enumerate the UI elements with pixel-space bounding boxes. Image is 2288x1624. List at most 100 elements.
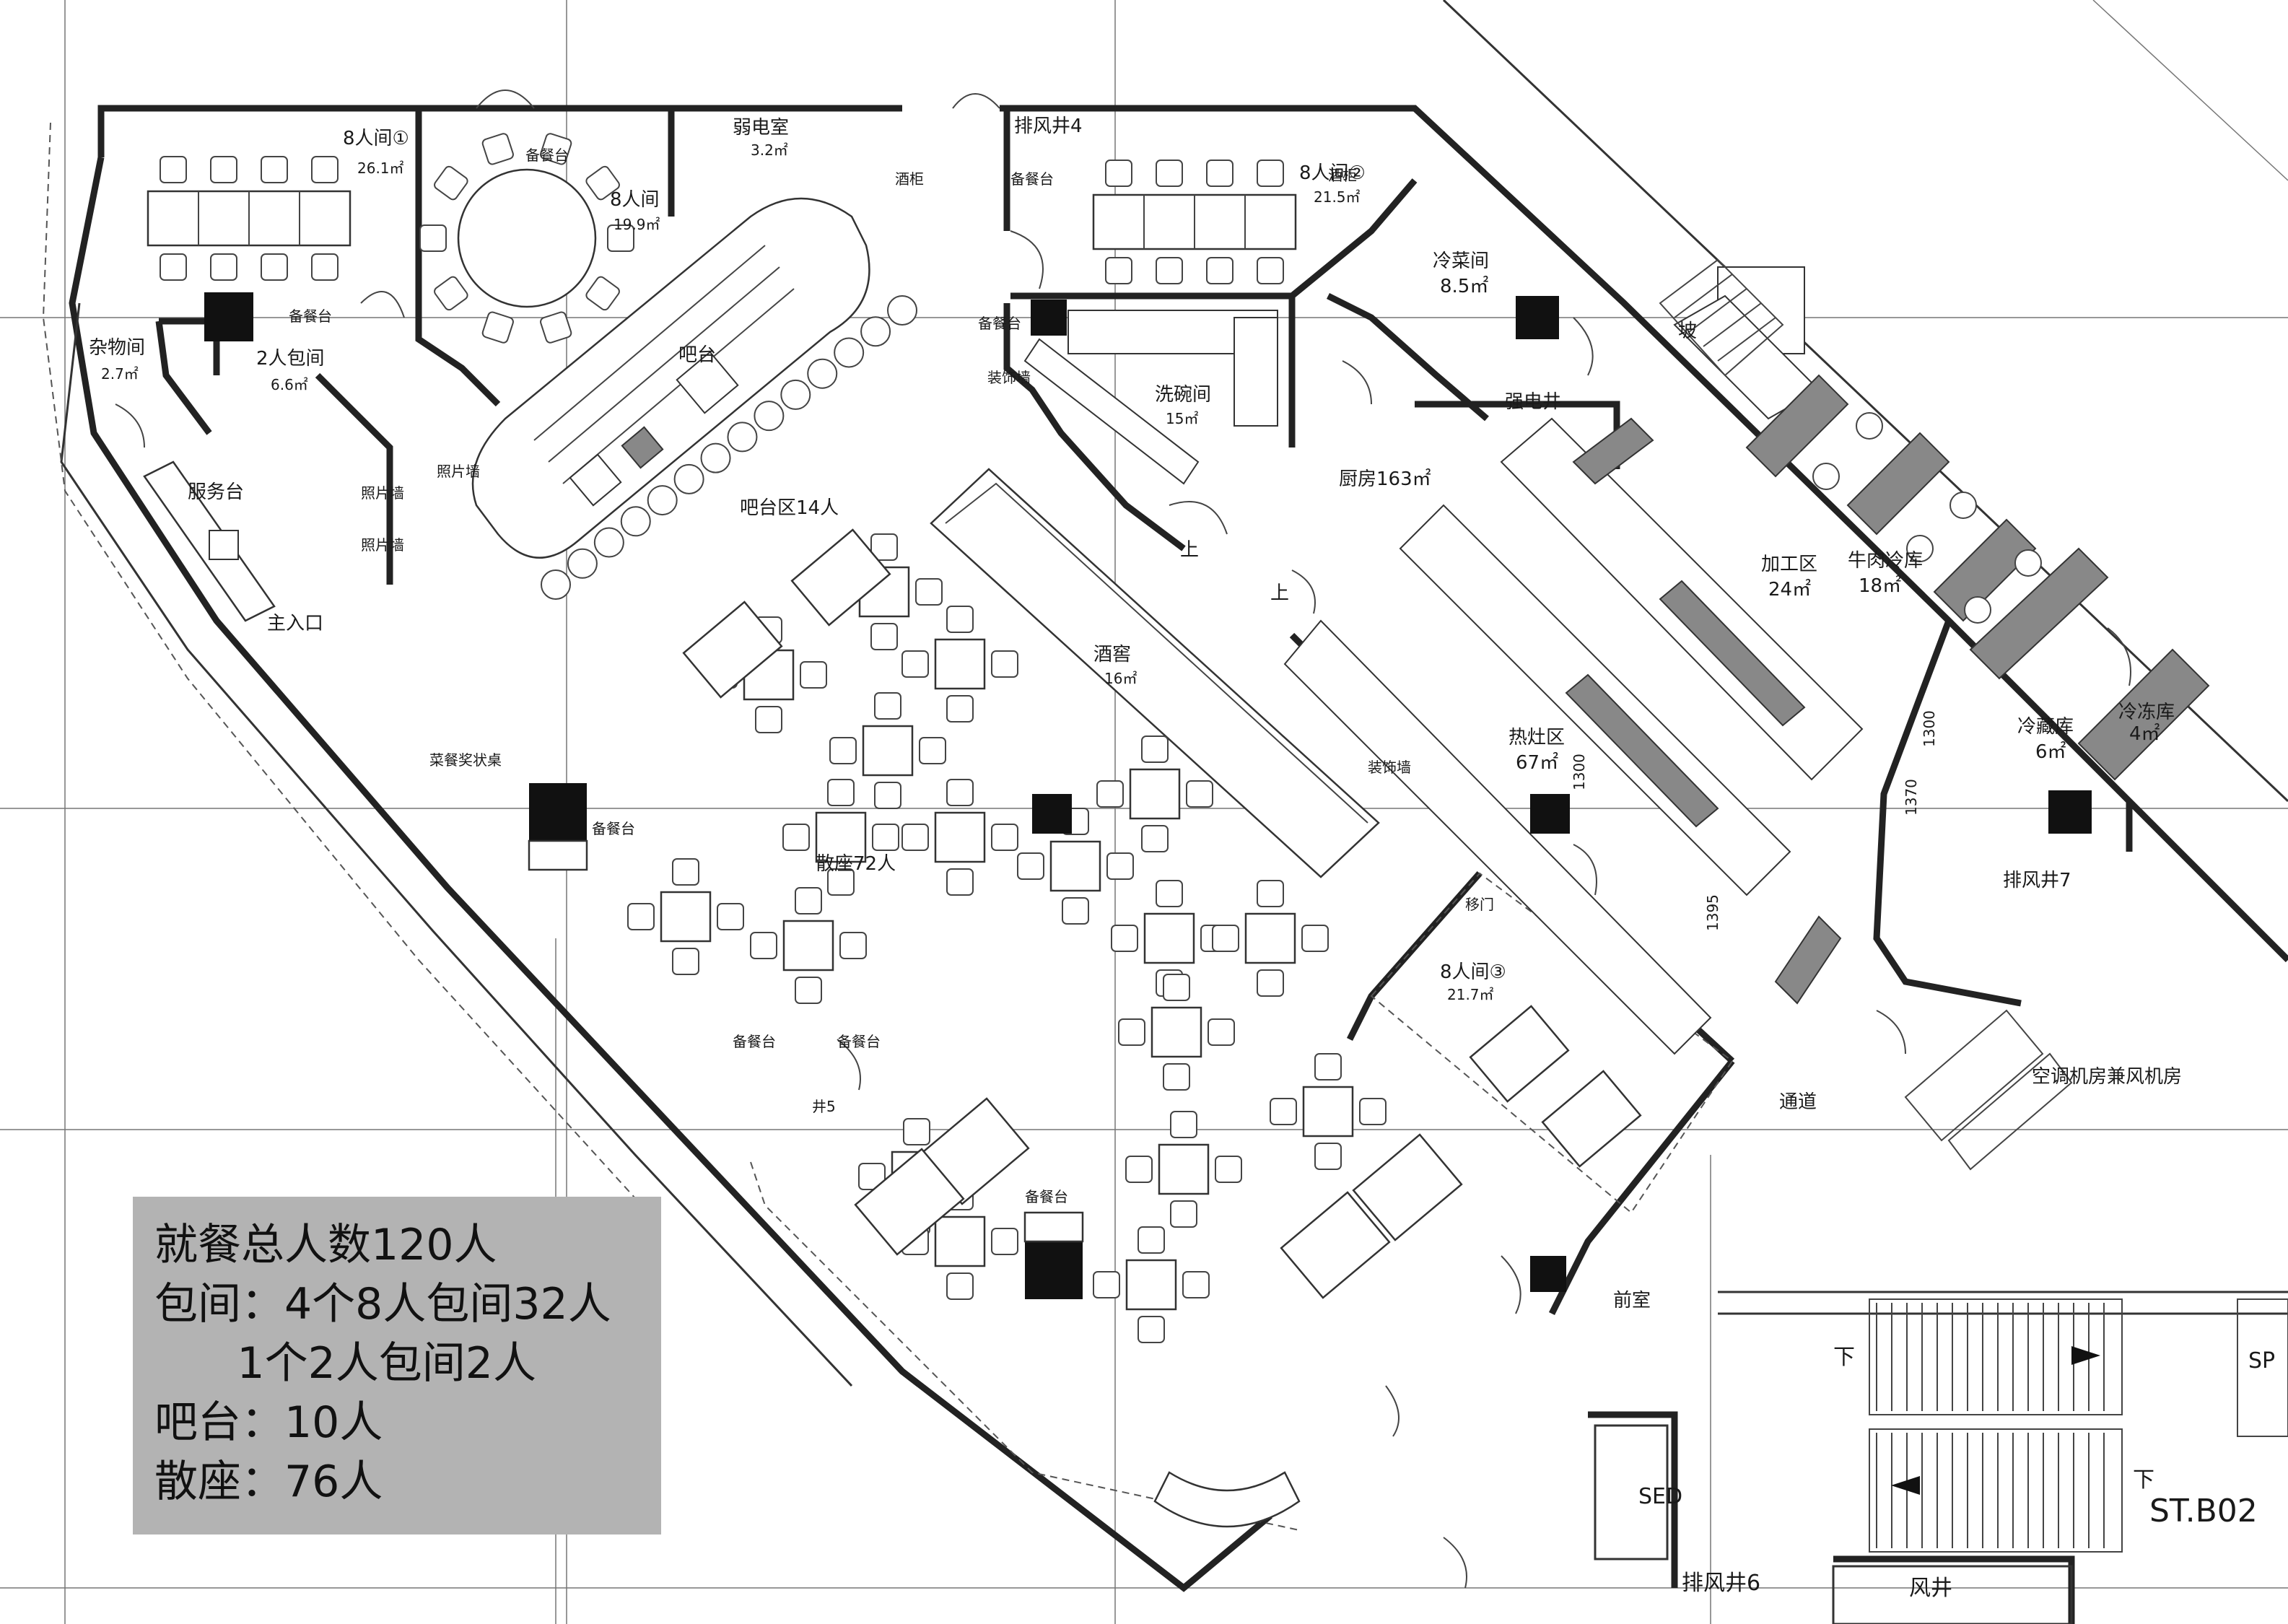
chair (481, 311, 514, 344)
dining-table (934, 1215, 986, 1267)
chair (1270, 1098, 1297, 1125)
beef-storage-area: 18㎡ (1859, 575, 1901, 597)
private-room-3-area: 21.7㎡ (1447, 986, 1494, 1003)
chair (672, 948, 699, 975)
up-label: 上 (1180, 539, 1199, 561)
dim-1300b: 1300 (1571, 754, 1588, 790)
chair (311, 253, 339, 281)
chill-room-area: 6㎡ (2035, 741, 2066, 763)
chair (481, 133, 514, 165)
bar-stool (541, 569, 571, 600)
photo-wall-label-1: 照片墙 (361, 484, 404, 502)
dining-table (1143, 912, 1195, 964)
outer-walls (42, 0, 2288, 1592)
chair (991, 1228, 1018, 1255)
down-label-2: 下 (2133, 1467, 2154, 1493)
chair (540, 133, 572, 165)
chair (827, 868, 855, 896)
chair (1106, 852, 1134, 880)
kitchen-label: 厨房163㎡ (1339, 468, 1431, 490)
service-station-label-2: 备餐台 (289, 307, 332, 325)
bar-stool (567, 548, 598, 579)
chair (1314, 1143, 1342, 1170)
service-station-label-8: 备餐台 (1025, 1188, 1068, 1205)
bar-stool (754, 401, 785, 432)
chair (1359, 1098, 1387, 1125)
chair (1125, 1156, 1153, 1183)
exhaust-shaft-6-label: 排风井6 (1682, 1571, 1760, 1596)
bar-stool (593, 527, 624, 558)
chair (946, 1272, 974, 1300)
move-door-label: 移门 (1465, 896, 1494, 913)
chair (991, 650, 1018, 678)
chair (1118, 1018, 1145, 1046)
chair (1093, 1271, 1120, 1298)
chair (1163, 1063, 1190, 1091)
chair (1141, 825, 1169, 852)
sp-label: SP (2248, 1348, 2275, 1374)
dining-table (934, 811, 986, 863)
ac-room-label: 空调机房兼风机房 (2032, 1066, 2182, 1088)
beef-storage-label: 牛肉冷库 (1848, 550, 1923, 572)
shaft-5-label: 井5 (812, 1098, 836, 1115)
ac-equipment (1904, 1009, 2073, 1171)
chair (1257, 880, 1284, 907)
wine-cellar (930, 468, 1380, 878)
round-room-area: 19.9㎡ (614, 216, 660, 233)
chair (946, 606, 974, 633)
chair (901, 824, 929, 851)
wine-cabinet-label-2: 酒柜 (895, 170, 924, 188)
chair (1257, 257, 1284, 284)
chair (672, 858, 699, 886)
dim-1370: 1370 (1903, 779, 1920, 816)
chair (750, 932, 777, 959)
chair (991, 824, 1018, 851)
dining-table (815, 811, 867, 863)
chair (717, 903, 744, 930)
service-station-label-5: 备餐台 (592, 820, 635, 837)
private-room-1-label: 8人间① (343, 128, 409, 149)
round-table-room (419, 133, 634, 344)
sed-label: SED (1638, 1484, 1682, 1509)
corridor-label: 通道 (1779, 1091, 1817, 1113)
chair (800, 661, 827, 689)
chair (827, 779, 855, 806)
chair (1257, 160, 1284, 187)
dining-table (1049, 840, 1101, 892)
chair (1206, 160, 1233, 187)
bar-stool (780, 379, 811, 410)
chair (1186, 780, 1213, 808)
bar-stool (620, 506, 651, 537)
private-room-2-area: 21.5㎡ (1314, 188, 1361, 206)
air-shaft-label: 风井 (1909, 1576, 1952, 1601)
strong-current-label: 强电井 (1505, 391, 1561, 413)
dim-1300a: 1300 (1921, 710, 1938, 747)
chair (1141, 735, 1169, 763)
room1-table (147, 156, 352, 281)
doors (115, 90, 2131, 1589)
main-entrance-label: 主入口 (267, 613, 323, 634)
chair (261, 156, 288, 183)
chair (1105, 257, 1132, 284)
freezer-label: 冷冻库 (2118, 702, 2175, 723)
bar-stool (860, 316, 891, 347)
bar-label: 吧台 (678, 344, 716, 366)
dishwashing-area: 15㎡ (1166, 410, 1198, 427)
cold-storage-racks (1572, 374, 2210, 1005)
chair (1301, 925, 1329, 952)
chair (311, 156, 339, 183)
chill-room-label: 冷藏库 (2017, 716, 2074, 738)
bar-stool (673, 463, 704, 494)
chair (1170, 1111, 1197, 1138)
summary-private-rooms: 包间：4个8人包间32人 (154, 1279, 611, 1330)
chair (434, 276, 468, 311)
summary-total: 就餐总人数120人 (154, 1220, 497, 1270)
bar-zone-label: 吧台区14人 (740, 497, 839, 519)
chair (903, 1118, 930, 1145)
seating-summary-box: 就餐总人数120人 包间：4个8人包间32人 1个2人包间2人 吧台：10人 散… (133, 1197, 661, 1534)
decor-wall-label-1: 装饰墙 (987, 369, 1031, 386)
fan-symbols (1812, 412, 2042, 624)
chair (839, 932, 867, 959)
dining-table (1129, 768, 1181, 820)
two-person-room-area: 6.6㎡ (271, 376, 308, 393)
